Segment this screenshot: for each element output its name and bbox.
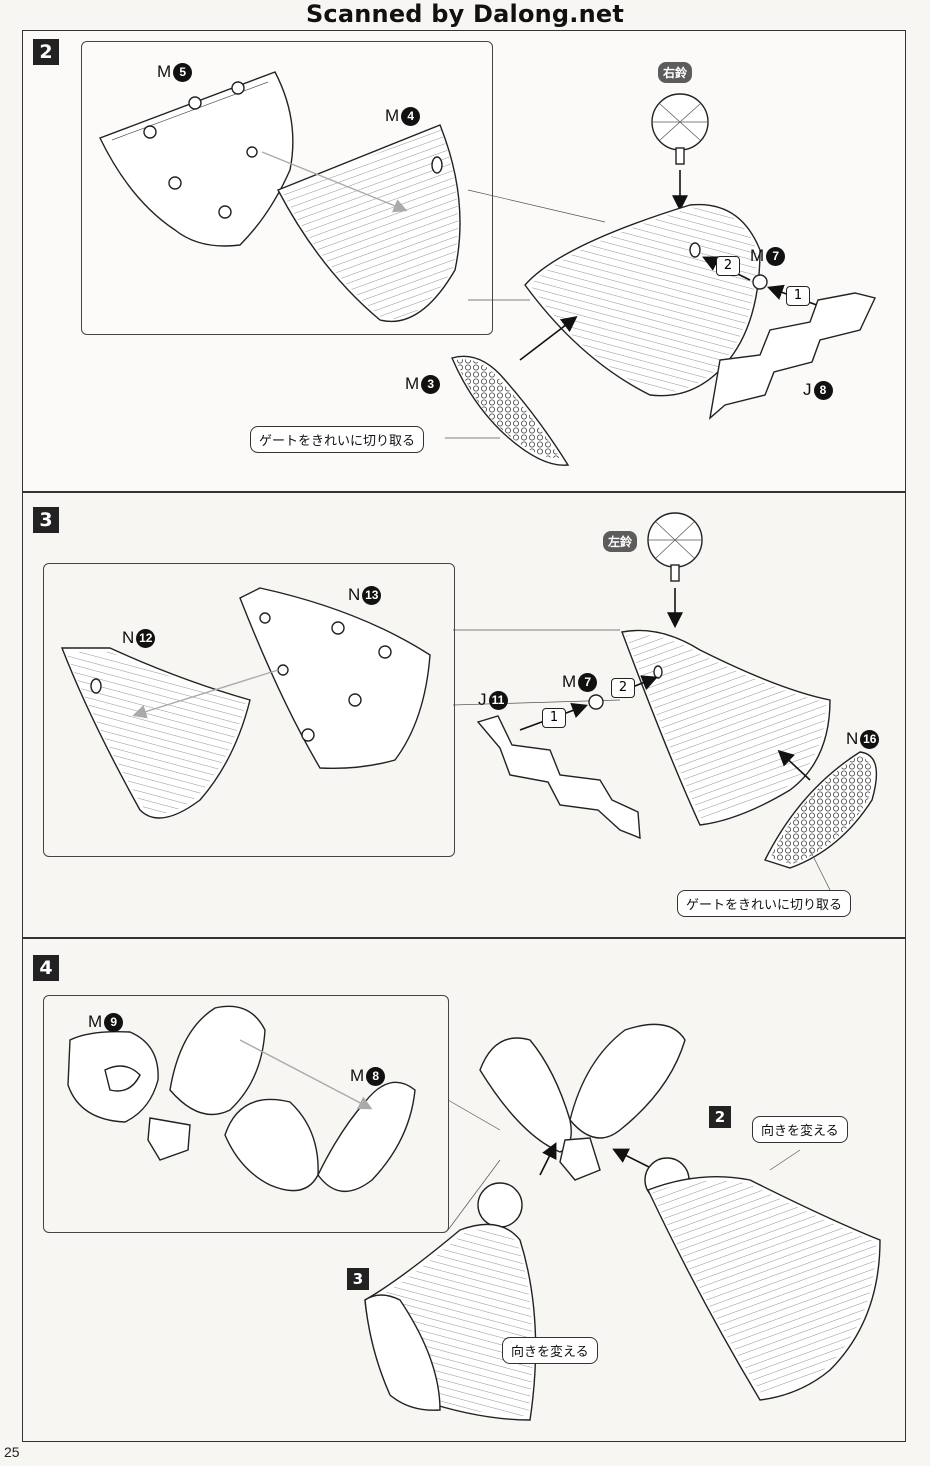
inset4-pointer-bottom [447, 1159, 501, 1231]
step-2-number: 2 [33, 39, 59, 65]
order-1-badge-step3: 1 [542, 708, 566, 728]
label-m9-letter: M [88, 1012, 103, 1031]
label-m3: M 3 [405, 374, 441, 394]
label-m3-num: 3 [421, 374, 441, 394]
step2-attach-arrow [612, 1148, 656, 1171]
label-n12-num: 12 [136, 628, 156, 648]
label-j11-num: 11 [488, 690, 508, 710]
label-m7-step3: M 7 [562, 672, 598, 692]
m7-pin-part [752, 274, 768, 290]
m3-scale-piece [451, 355, 570, 466]
label-m9: M 9 [88, 1012, 124, 1032]
label-j8-letter: J [803, 380, 812, 399]
step-3-number: 3 [33, 507, 59, 533]
label-m8-letter: M [350, 1066, 365, 1085]
page-number: 25 [4, 1444, 20, 1460]
cut-gate-callout-step2: ゲートをきれいに切り取る [250, 426, 425, 453]
label-n13-num: 13 [362, 585, 382, 605]
m7-pin-part-3 [588, 694, 604, 710]
label-m4: M 4 [385, 106, 421, 126]
m3-insert-arrow [519, 316, 578, 361]
scanned-by-watermark: Scanned by Dalong.net [305, 0, 625, 28]
label-j11-letter: J [478, 690, 487, 709]
step3-attach-arrow [539, 1142, 557, 1176]
m5-to-m4-guide [261, 151, 408, 213]
label-j8: J 8 [803, 380, 833, 400]
step-4-skirt-left [364, 1182, 537, 1421]
label-n16: N 16 [846, 729, 880, 749]
label-n16-letter: N [846, 729, 859, 748]
label-n12: N 12 [122, 628, 156, 648]
change-direction-callout-a: 向きを変える [752, 1116, 848, 1143]
step-3-panel: 3 [22, 492, 906, 938]
label-m5-letter: M [157, 62, 172, 81]
label-m9-num: 9 [104, 1012, 124, 1032]
label-m5-num: 5 [173, 62, 193, 82]
label-m4-num: 4 [401, 106, 421, 126]
n16-insert-arrow [777, 749, 811, 781]
step-4-panel: 4 [22, 938, 906, 1442]
label-m7-step2: M 7 [750, 246, 786, 266]
inset4-pointer-top [447, 1099, 501, 1131]
step-4-number: 4 [33, 955, 59, 981]
m5-inner-shell-piece [99, 71, 294, 247]
callout-pointer-4a [769, 1149, 801, 1171]
step-3-detail-inset [43, 563, 455, 857]
j11-zigzag-part [476, 715, 641, 840]
m9-to-m8-guide [239, 1039, 373, 1110]
label-j11: J 11 [478, 690, 508, 710]
step-4-skirt-right [644, 1157, 881, 1401]
label-n16-num: 16 [860, 729, 880, 749]
left-bell-tag: 左鈴 [603, 531, 638, 552]
step-3-bell [647, 512, 703, 582]
label-m7-num: 7 [766, 246, 786, 266]
m9-frame-piece [67, 1005, 266, 1161]
cut-gate-callout-step3: ゲートをきれいに切り取る [677, 890, 852, 917]
m4-outer-pleated-piece [277, 124, 461, 323]
n13-inner-shell-piece [239, 587, 431, 769]
inset-pointer-top [467, 189, 606, 223]
label-m4-letter: M [385, 106, 400, 125]
step-3-assembled-skirt [621, 629, 831, 826]
m8-rope-piece [224, 1081, 416, 1193]
order-2-badge-step2: 2 [716, 256, 740, 276]
step-4-rope-assembly [479, 1023, 686, 1181]
label-m3-letter: M [405, 374, 420, 393]
callout-pointer-3 [809, 849, 831, 891]
label-n12-letter: N [122, 628, 135, 647]
label-m7-3-num: 7 [578, 672, 598, 692]
step-2-bell [651, 93, 709, 165]
label-m8-num: 8 [366, 1066, 386, 1086]
n16-scale-piece [764, 751, 878, 869]
n12-pleated-piece [60, 647, 251, 819]
label-m7-3-letter: M [562, 672, 577, 691]
label-n13-letter: N [348, 585, 361, 604]
label-j8-num: 8 [813, 380, 833, 400]
label-m7-letter: M [750, 246, 765, 265]
label-m8: M 8 [350, 1066, 386, 1086]
ref-step-3-badge: 3 [347, 1268, 369, 1290]
label-n13: N 13 [348, 585, 382, 605]
step-2-assembled-skirt [524, 203, 761, 397]
n13-to-n12-guide [132, 669, 279, 719]
order-2-badge-step3: 2 [611, 678, 635, 698]
right-bell-tag: 右鈴 [658, 62, 693, 83]
step-4-detail-inset [43, 995, 449, 1233]
label-m5: M 5 [157, 62, 193, 82]
ref-step-2-badge: 2 [709, 1106, 731, 1128]
j8-zigzag-part [708, 292, 876, 420]
order-1-badge-step2: 1 [786, 286, 810, 306]
change-direction-callout-b: 向きを変える [502, 1337, 598, 1364]
